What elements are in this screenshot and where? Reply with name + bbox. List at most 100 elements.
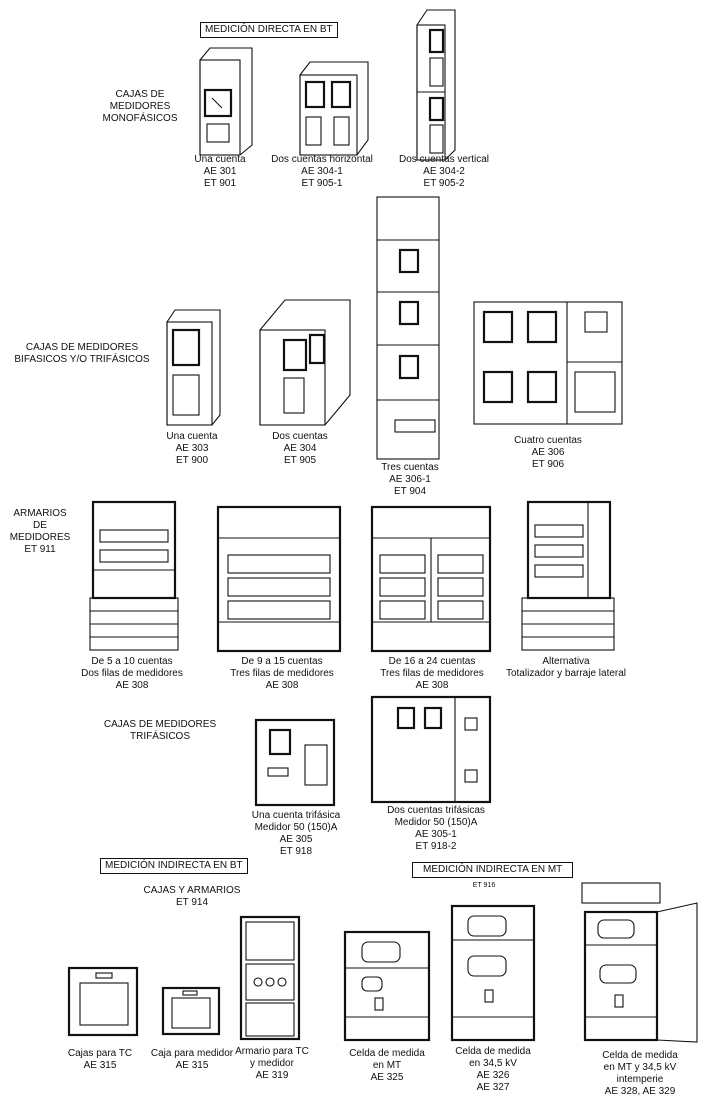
group-label-trifasicos: CAJAS DE MEDIDORES TRIFÁSICOS bbox=[104, 719, 216, 743]
caption-line: Totalizador y barraje lateral bbox=[505, 668, 627, 679]
caption-line: Celda de medida bbox=[349, 1048, 425, 1059]
caption-line: AE 308 bbox=[265, 680, 299, 691]
caption-line: Tres filas de medidores bbox=[380, 668, 484, 679]
caption-line: AE 315 bbox=[175, 1060, 209, 1071]
box-tres-cuentas-ae306-1 bbox=[376, 196, 440, 460]
caja-para-medidor bbox=[161, 986, 221, 1036]
caption-dos-cuentas-horizontal: Dos cuentas horizontal AE 304-1 ET 905-1 bbox=[271, 154, 373, 190]
box-cuatro-cuentas-ae306 bbox=[473, 301, 623, 425]
caption-line: AE 304 bbox=[283, 443, 317, 454]
group-label-bifasicos: CAJAS DE MEDIDORES BIFASICOS Y/O TRIFÁSI… bbox=[14, 342, 149, 366]
caption-line: Tres cuentas bbox=[381, 462, 439, 473]
caption-line: AE 328, AE 329 bbox=[604, 1086, 676, 1097]
header-medicion-indirecta-bt: MEDICIÓN INDIRECTA EN BT bbox=[100, 858, 248, 874]
caption-line: AE 325 bbox=[370, 1072, 404, 1083]
caption-line: AE 303 bbox=[175, 443, 209, 454]
caption-dos-cuentas-ae304: Dos cuentas AE 304 ET 905 bbox=[272, 431, 328, 467]
caption-line: Dos cuentas vertical bbox=[398, 154, 490, 165]
label-line: ET 911 bbox=[24, 544, 56, 555]
caption-una-cuenta-ae301: Una cuenta AE 301 ET 901 bbox=[194, 154, 245, 190]
group-label-monofasicos: CAJAS DE MEDIDORES MONOFÁSICOS bbox=[102, 89, 177, 125]
caption-line: AE 305 bbox=[279, 834, 313, 845]
caption-dos-cuentas-vertical: Dos cuentas vertical AE 304-2 ET 905-2 bbox=[399, 154, 489, 190]
caption-line: Dos cuentas horizontal bbox=[271, 154, 373, 165]
caption-line: Celda de medida bbox=[602, 1050, 678, 1061]
label-line: CAJAS DE MEDIDORES bbox=[25, 342, 139, 353]
caption-line: en MT y 34,5 kV bbox=[603, 1062, 677, 1073]
header-medicion-directa-bt: MEDICIÓN DIRECTA EN BT bbox=[200, 22, 338, 38]
armario-5-10-cuentas bbox=[89, 500, 179, 651]
caption-line: en MT bbox=[372, 1060, 402, 1071]
caption-line: AE 305-1 bbox=[415, 829, 457, 840]
label-line: MEDIDORES bbox=[109, 101, 171, 112]
caption-line: AE 315 bbox=[83, 1060, 117, 1071]
caption-cajas-para-tc: Cajas para TC AE 315 bbox=[68, 1048, 132, 1072]
caption-line: AE 308 bbox=[115, 680, 149, 691]
caption-line: ET 905-1 bbox=[301, 178, 343, 189]
caption-armario-alternativa: Alternativa Totalizador y barraje latera… bbox=[506, 656, 626, 680]
caption-line: Una cuenta trifásica bbox=[251, 810, 341, 821]
caption-celda-mt: Celda de medida en MT AE 325 bbox=[349, 1048, 425, 1084]
group-label-armarios: ARMARIOS DE MEDIDORES ET 911 bbox=[10, 508, 71, 556]
label-line: CAJAS Y ARMARIOS bbox=[143, 885, 241, 896]
caption-line: Alternativa bbox=[542, 656, 590, 667]
label-line: MONOFÁSICOS bbox=[102, 113, 178, 124]
caption-line: ET 900 bbox=[175, 455, 209, 466]
caption-line: Cajas para TC bbox=[67, 1048, 133, 1059]
caption-line: Dos cuentas bbox=[272, 431, 328, 442]
caption-armario-5-10: De 5 a 10 cuentas Dos filas de medidores… bbox=[81, 656, 183, 692]
box-dos-cuentas-vertical bbox=[416, 9, 456, 161]
label-line: BIFASICOS Y/O TRIFÁSICOS bbox=[14, 354, 150, 365]
box-dos-cuentas-horizontal bbox=[299, 61, 369, 156]
caption-celda-intemperie: Celda de medida en MT y 34,5 kV intemper… bbox=[602, 1050, 678, 1098]
caption-line: Tres filas de medidores bbox=[230, 668, 334, 679]
caption-caja-para-medidor: Caja para medidor AE 315 bbox=[151, 1048, 233, 1072]
caption-line: Cuatro cuentas bbox=[514, 435, 582, 446]
caption-line: ET 906 bbox=[531, 459, 565, 470]
box-una-cuenta-ae301 bbox=[199, 47, 253, 156]
celda-medida-intemperie bbox=[581, 882, 698, 1043]
caption-dos-cuentas-trifasicas: Dos cuentas trifásicas Medidor 50 (150)A… bbox=[387, 805, 485, 853]
caption-line: AE 306-1 bbox=[389, 474, 431, 485]
caption-line: Celda de medida bbox=[455, 1046, 531, 1057]
caption-line: AE 319 bbox=[255, 1070, 289, 1081]
group-label-cajas-armarios: CAJAS Y ARMARIOS ET 914 bbox=[144, 885, 241, 909]
caja-para-tc bbox=[67, 966, 139, 1037]
caption-line: AE 304-1 bbox=[301, 166, 343, 177]
caption-line: ET 905 bbox=[283, 455, 317, 466]
celda-medida-mt bbox=[343, 930, 431, 1042]
caption-line: Una cuenta bbox=[194, 154, 246, 165]
armario-16-24-cuentas bbox=[370, 505, 492, 653]
caption-line: De 5 a 10 cuentas bbox=[91, 656, 173, 667]
caption-line: Caja para medidor bbox=[150, 1048, 234, 1059]
caption-line: y medidor bbox=[250, 1058, 294, 1069]
caption-una-cuenta-ae303: Una cuenta AE 303 ET 900 bbox=[166, 431, 217, 467]
caption-line: en 34,5 kV bbox=[469, 1058, 517, 1069]
caption-line: Dos filas de medidores bbox=[81, 668, 183, 679]
caption-line: AE 326 bbox=[476, 1070, 510, 1081]
caption-line: ET 918-2 bbox=[415, 841, 457, 852]
caption-line: AE 306 bbox=[531, 447, 565, 458]
caption-line: AE 301 bbox=[203, 166, 237, 177]
caption-armario-16-24: De 16 a 24 cuentas Tres filas de medidor… bbox=[380, 656, 484, 692]
box-dos-cuentas-ae304 bbox=[259, 299, 351, 426]
caption-line: Dos cuentas trifásicas bbox=[387, 805, 485, 816]
caption-cuatro-cuentas: Cuatro cuentas AE 306 ET 906 bbox=[514, 435, 582, 471]
label-line: ARMARIOS bbox=[13, 508, 67, 519]
caption-line: Armario para TC bbox=[235, 1046, 309, 1057]
box-una-cuenta-ae303 bbox=[166, 309, 221, 426]
caption-line: Una cuenta bbox=[166, 431, 218, 442]
caption-line: AE 327 bbox=[476, 1082, 510, 1093]
caption-line: De 16 a 24 cuentas bbox=[388, 656, 476, 667]
celda-medida-34kv bbox=[450, 904, 536, 1042]
caption-line: ET 918 bbox=[279, 846, 313, 857]
label-line: ET 914 bbox=[175, 897, 209, 908]
caption-armario-9-15: De 9 a 15 cuentas Tres filas de medidore… bbox=[230, 656, 334, 692]
caption-line: De 9 a 15 cuentas bbox=[241, 656, 323, 667]
label-et916: ET 916 bbox=[472, 882, 496, 889]
caption-line: Medidor 50 (150)A bbox=[254, 822, 338, 833]
label-line: MEDIDORES bbox=[9, 532, 71, 543]
box-dos-cuentas-trifasicas bbox=[370, 695, 492, 804]
caption-armario-tc-medidor: Armario para TC y medidor AE 319 bbox=[235, 1046, 309, 1082]
